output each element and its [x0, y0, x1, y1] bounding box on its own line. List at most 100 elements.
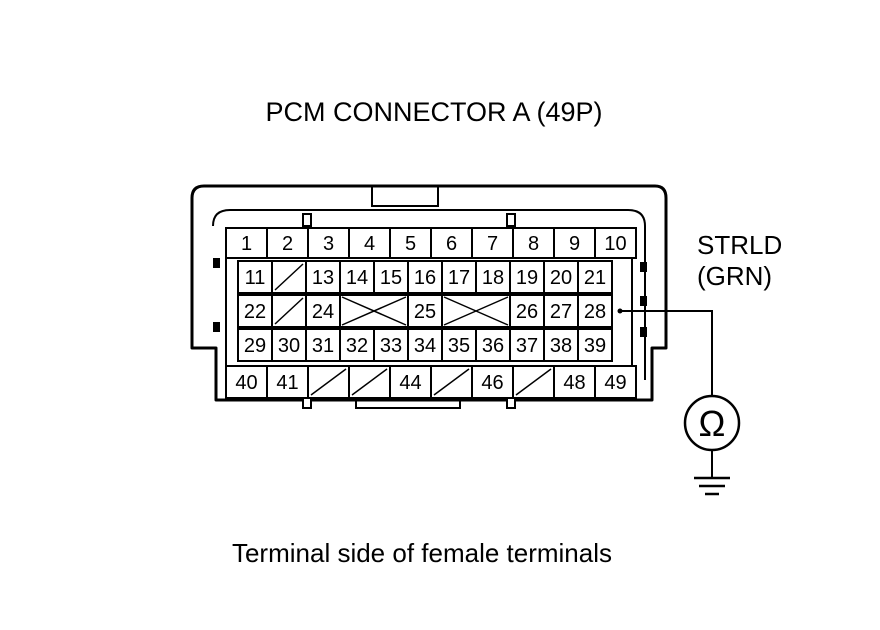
- terminal-number: 38: [550, 335, 572, 357]
- terminal-number: 27: [550, 301, 572, 323]
- terminal-number: 25: [414, 301, 436, 323]
- terminal-number: 44: [399, 372, 421, 394]
- connector-housing: [190, 184, 668, 409]
- terminal-number: 32: [346, 335, 368, 357]
- terminal-cell: [471, 365, 514, 399]
- unused-terminal-slash: [433, 368, 470, 396]
- probe-wire: [620, 310, 713, 395]
- unused-terminal-slash: [515, 368, 552, 396]
- terminal-number: 19: [516, 267, 538, 289]
- terminal-cell: [594, 365, 637, 399]
- terminal-cell: [339, 260, 375, 294]
- terminal-number: 46: [481, 372, 503, 394]
- terminal-cell: [553, 227, 596, 259]
- terminal-number: 3: [323, 233, 334, 255]
- terminal-number: 15: [380, 267, 402, 289]
- terminal-number: 24: [312, 301, 334, 323]
- terminal-number: 8: [528, 233, 539, 255]
- terminal-number: 20: [550, 267, 572, 289]
- terminal-number: 6: [446, 233, 457, 255]
- unused-terminal-slash: [274, 297, 304, 325]
- terminal-number: 2: [282, 233, 293, 255]
- diagram-title: PCM CONNECTOR A (49P): [265, 97, 602, 127]
- terminal-cell: [577, 294, 613, 328]
- terminal-number: 18: [482, 267, 504, 289]
- terminal-cell: [237, 328, 273, 362]
- terminal-number: 16: [414, 267, 436, 289]
- wire-color-label: (GRN): [697, 261, 772, 291]
- terminal-cell: [389, 365, 432, 399]
- diagram-caption: Terminal side of female terminals: [232, 538, 612, 568]
- unused-terminal-slash: [274, 263, 304, 291]
- housing-notch: [506, 397, 516, 409]
- terminal-cell: [389, 227, 432, 259]
- terminal-cell: [577, 260, 613, 294]
- terminal-number: 22: [244, 301, 266, 323]
- terminal-number: 41: [276, 372, 298, 394]
- terminal-number: 40: [235, 372, 257, 394]
- terminal-cell: [512, 227, 555, 259]
- terminal-number: 9: [569, 233, 580, 255]
- terminal-number: 4: [364, 233, 375, 255]
- terminal-cell: [543, 260, 579, 294]
- terminal-number: 10: [604, 233, 626, 255]
- terminal-number: 1: [241, 233, 252, 255]
- locating-tab: [213, 322, 220, 332]
- terminal-number: 49: [604, 372, 626, 394]
- terminal-number: 13: [312, 267, 334, 289]
- terminal-number: 7: [487, 233, 498, 255]
- terminal-cell: [348, 227, 391, 259]
- terminal-cell: [237, 294, 273, 328]
- unused-terminal-slash: [310, 368, 347, 396]
- ohmmeter-symbol: Ω: [699, 403, 726, 444]
- measurement-circuit: Ω: [617, 308, 741, 496]
- terminal-cell: [577, 328, 613, 362]
- terminal-number: 14: [346, 267, 368, 289]
- locating-tab: [213, 258, 220, 268]
- terminal-cell: [471, 227, 514, 259]
- terminal-cell: [475, 260, 511, 294]
- terminal-number: 39: [584, 335, 606, 357]
- terminal-cell: [225, 227, 268, 259]
- wire-name-label: STRLD: [697, 230, 782, 260]
- terminal-number: 5: [405, 233, 416, 255]
- locating-tab: [640, 296, 647, 306]
- terminal-number: 31: [312, 335, 334, 357]
- terminal-number: 26: [516, 301, 538, 323]
- terminal-cell: [543, 328, 579, 362]
- terminal-cell: [305, 260, 341, 294]
- locating-tab: [640, 262, 647, 272]
- terminal-number: 21: [584, 267, 606, 289]
- cavity-cross: [443, 296, 509, 326]
- ground-icon: [694, 476, 730, 496]
- unused-terminal-slash: [351, 368, 388, 396]
- terminal-number: 29: [244, 335, 266, 357]
- terminal-cell: [430, 227, 473, 259]
- locating-tab: [640, 327, 647, 337]
- terminal-number: 36: [482, 335, 504, 357]
- terminal-cell: [305, 328, 341, 362]
- terminal-cell: [407, 260, 443, 294]
- probe-contact: [617, 308, 623, 314]
- terminal-number: 30: [278, 335, 300, 357]
- terminal-cell: [509, 260, 545, 294]
- housing-notch: [506, 213, 516, 227]
- terminal-number: 28: [584, 301, 606, 323]
- terminal-cell: [509, 328, 545, 362]
- terminal-cell: [307, 227, 350, 259]
- housing-notch: [302, 397, 312, 409]
- terminal-cell: [373, 328, 409, 362]
- terminal-cell: [373, 260, 409, 294]
- terminal-number: 48: [563, 372, 585, 394]
- terminal-cell: [407, 294, 443, 328]
- housing-notch: [302, 213, 312, 227]
- terminal-cell: [553, 365, 596, 399]
- cavity-cross: [341, 296, 407, 326]
- terminal-number: 34: [414, 335, 436, 357]
- terminal-number: 11: [245, 267, 266, 289]
- terminal-number: 35: [448, 335, 470, 357]
- terminal-number: 17: [448, 267, 470, 289]
- terminal-cell: [266, 227, 309, 259]
